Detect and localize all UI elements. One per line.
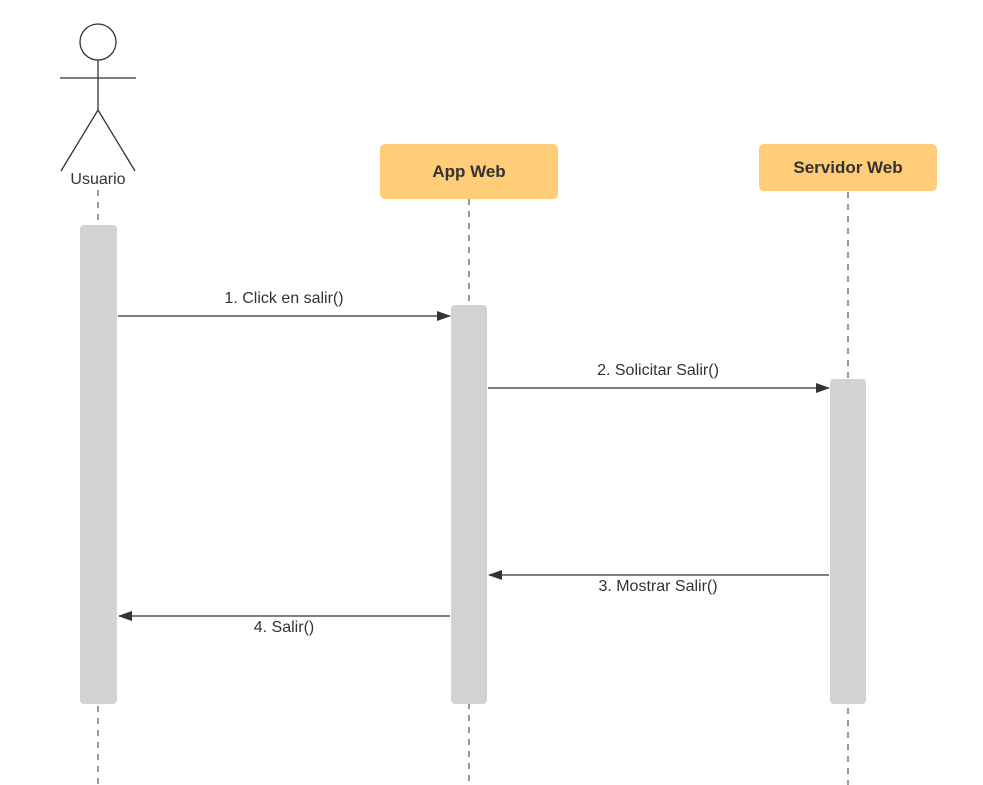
participant-app-web: App Web: [380, 144, 558, 199]
participant-servidor-web: Servidor Web: [759, 144, 937, 191]
participant-servidor-web-label: Servidor Web: [793, 157, 903, 177]
message-label-3: 3. Mostrar Salir(): [598, 578, 718, 595]
actor-label: Usuario: [70, 171, 126, 188]
participant-app-web-label: App Web: [432, 161, 506, 181]
activation-bar-servidor-web: [830, 379, 866, 704]
message-label-4: 4. Salir(): [253, 619, 315, 636]
message-label-1: 1. Click en salir(): [224, 290, 344, 307]
activation-bar-app-web: [451, 305, 487, 704]
activation-bar-usuario: [80, 225, 117, 704]
message-label-2: 2. Solicitar Salir(): [597, 362, 719, 379]
actor-icon: [60, 23, 136, 172]
